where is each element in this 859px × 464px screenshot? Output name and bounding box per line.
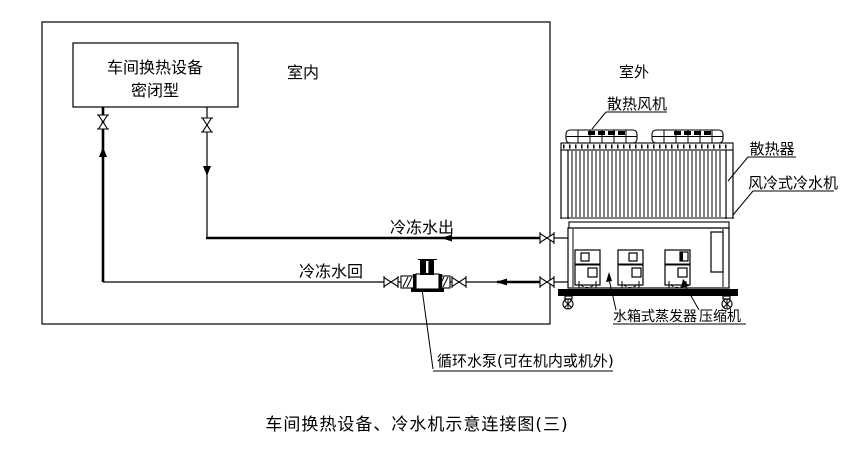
flow-arrow-up-icon bbox=[99, 147, 107, 157]
chiller-divider-band bbox=[568, 221, 730, 229]
indoor-room-outline bbox=[41, 21, 551, 325]
chilled-water-piping bbox=[101, 107, 568, 284]
compressor-box bbox=[574, 249, 601, 288]
valve-icon bbox=[539, 232, 555, 244]
flow-arrow-down-icon bbox=[203, 166, 211, 176]
caster-icon bbox=[562, 295, 574, 310]
equipment-box bbox=[72, 42, 239, 108]
compressor-box bbox=[617, 249, 644, 288]
flow-arrow-left-return-icon bbox=[496, 278, 507, 286]
chiller-unit-leader-line bbox=[732, 190, 754, 216]
pump-leader-line bbox=[421, 288, 434, 370]
valve-icon bbox=[451, 276, 467, 288]
equipment-box-line1: 车间换热设备 bbox=[107, 58, 203, 77]
compressor-arrow-icon bbox=[681, 279, 689, 288]
flow-arrows bbox=[99, 147, 507, 286]
valve-icon bbox=[539, 276, 555, 288]
evaporator-label: 水箱式蒸发器 bbox=[613, 309, 697, 325]
compressor-callout: 压缩机 bbox=[681, 279, 746, 325]
circulation-pump-icon bbox=[411, 259, 444, 292]
cooling-fan-icon bbox=[565, 129, 638, 144]
valve-icon bbox=[383, 276, 399, 288]
return-pipe-label: 冷冻水回 bbox=[299, 262, 363, 281]
pump-label: 循环水泵(可在机内或机外) bbox=[437, 352, 614, 370]
radiator-callout: 散热器 bbox=[727, 140, 796, 182]
control-panel bbox=[710, 231, 724, 273]
radiator-label: 散热器 bbox=[749, 140, 794, 158]
radiator-leader-line bbox=[727, 156, 749, 182]
air-cooled-chiller-unit bbox=[558, 129, 738, 310]
cooling-fan-icon bbox=[651, 129, 724, 144]
flex-connector-icon bbox=[400, 275, 415, 289]
equipment-box-line2: 密闭型 bbox=[131, 81, 179, 100]
flow-arrow-left-supply-icon bbox=[441, 234, 452, 242]
evaporator-compartment bbox=[567, 227, 730, 289]
caster-icon bbox=[721, 295, 733, 310]
base-frame bbox=[558, 289, 738, 296]
valve-icon bbox=[97, 114, 109, 130]
evaporator-leader-line bbox=[608, 278, 617, 311]
fan-leader-line bbox=[591, 111, 607, 130]
chiller-unit-label: 风冷式冷水机 bbox=[748, 174, 838, 192]
compressor-box bbox=[664, 249, 691, 288]
chiller-unit-callout: 风冷式冷水机 bbox=[732, 174, 838, 216]
compressor-label: 压缩机 bbox=[699, 309, 741, 325]
valve-icon bbox=[201, 117, 213, 133]
diagram-title: 车间换热设备、冷水机示意连接图(三) bbox=[265, 415, 568, 435]
compressor-leader-line bbox=[685, 286, 700, 311]
fan-callout: 散热风机 bbox=[591, 95, 667, 130]
fan-label: 散热风机 bbox=[607, 95, 667, 113]
zone-label-indoor: 室内 bbox=[287, 63, 319, 82]
zone-label-outdoor: 室外 bbox=[619, 63, 649, 81]
evaporator-callout: 水箱式蒸发器 bbox=[606, 272, 698, 325]
supply-pipe-label: 冷冻水出 bbox=[390, 218, 454, 237]
radiator-fins bbox=[560, 150, 734, 219]
evaporator-arrow-icon bbox=[606, 272, 612, 282]
